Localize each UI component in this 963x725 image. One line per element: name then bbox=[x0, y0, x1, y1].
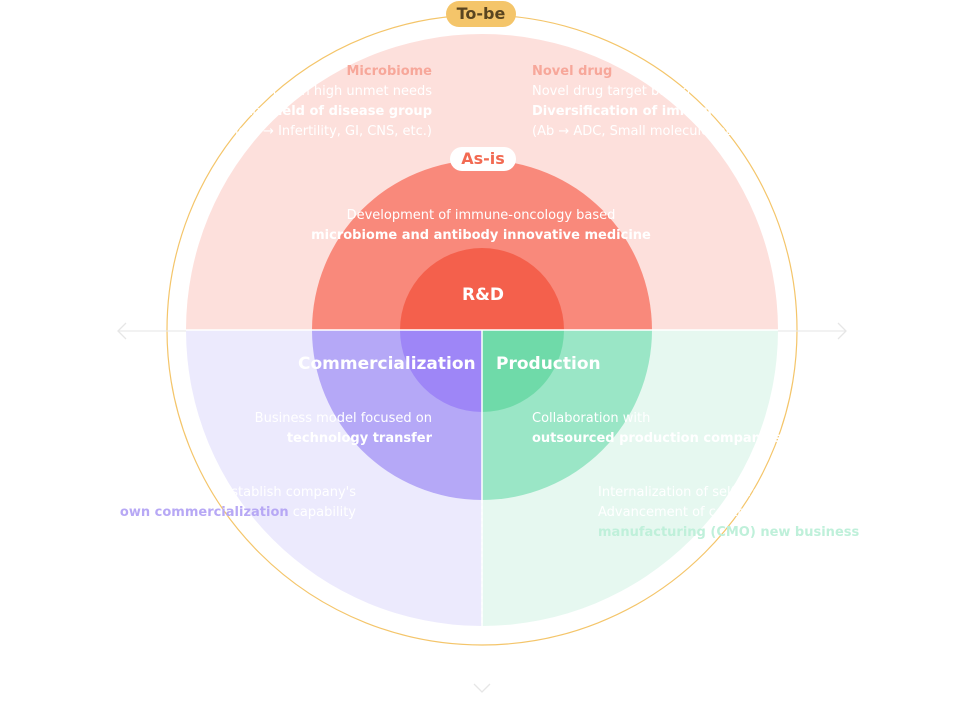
down-arrow-icon bbox=[473, 683, 491, 693]
to-be-production-text: Internalization of self-production Advan… bbox=[598, 483, 859, 543]
rd-as-is-segment bbox=[312, 160, 652, 330]
production-label: Production bbox=[496, 354, 601, 374]
commercialization-label: Commercialization bbox=[298, 354, 476, 374]
to-be-production-line1: Internalization of self-production bbox=[598, 485, 809, 500]
novel-drug-line2: Diversification of immune-oncology modal… bbox=[532, 104, 861, 119]
to-be-microbiome-text: Microbiome Cover with high unmet needs E… bbox=[180, 62, 432, 142]
as-is-rd-line1: Development of immune-oncology based bbox=[346, 208, 616, 223]
left-arrow-icon bbox=[117, 322, 127, 340]
as-is-commercialization-line1: Business model focused on bbox=[254, 411, 432, 426]
to-be-commercialization-suffix: capability bbox=[288, 505, 356, 520]
as-is-production-text: Collaboration with outsourced production… bbox=[532, 409, 782, 449]
to-be-production-line3: manufacturing (CMO) new business bbox=[598, 525, 860, 540]
as-is-rd-text: Development of immune-oncology based mic… bbox=[298, 206, 664, 246]
as-is-commercialization-line2: technology transfer bbox=[286, 431, 432, 446]
novel-drug-line3: (Ab → ADC, Small molecule, etc.) bbox=[532, 124, 747, 139]
to-be-commercialization-line1: Establish company's bbox=[223, 485, 356, 500]
microbiome-line1: Cover with high unmet needs bbox=[239, 84, 432, 99]
to-be-commercialization-bold: own commercialization bbox=[119, 505, 289, 520]
rd-label: R&D bbox=[462, 285, 505, 305]
to-be-novel-drug-text: Novel drug Novel drug target based Diver… bbox=[532, 62, 861, 142]
to-be-commercialization-line2: own commercialization capability bbox=[100, 503, 356, 523]
microbiome-title: Microbiome bbox=[346, 64, 433, 79]
microbiome-line2-prefix: Expand the bbox=[194, 104, 273, 119]
microbiome-line3: (Cancer → Infertility, GI, CNS, etc.) bbox=[208, 124, 432, 139]
as-is-badge: As-is bbox=[450, 147, 516, 171]
microbiome-line2: Expand the field of disease group bbox=[180, 102, 432, 122]
production-core-segment bbox=[482, 330, 564, 412]
as-is-commercialization-text: Business model focused on technology tra… bbox=[220, 409, 432, 449]
novel-drug-line1: Novel drug target based bbox=[532, 84, 691, 99]
novel-drug-title: Novel drug bbox=[532, 64, 613, 79]
right-arrow-icon bbox=[837, 322, 847, 340]
as-is-production-line1: Collaboration with bbox=[532, 411, 651, 426]
commercialization-core-segment bbox=[400, 330, 482, 412]
to-be-badge: To-be bbox=[446, 1, 516, 27]
rd-core-segment bbox=[400, 248, 564, 330]
as-is-production-line2: outsourced production companies bbox=[532, 431, 782, 446]
as-is-rd-line2: microbiome and antibody innovative medic… bbox=[311, 228, 651, 243]
to-be-production-line2: Advancement of contract bbox=[598, 505, 763, 520]
to-be-commercialization-text: Establish company's own commercializatio… bbox=[100, 483, 356, 523]
microbiome-line2-bold: field of disease group bbox=[272, 104, 432, 119]
